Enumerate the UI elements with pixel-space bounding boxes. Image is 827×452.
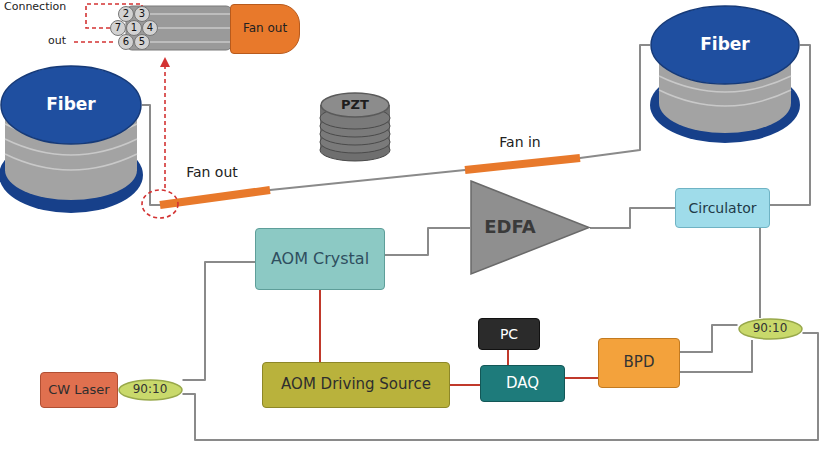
optical-fiber	[759, 228, 761, 318]
optical-fiber	[385, 228, 470, 255]
fiber-core: 5	[134, 34, 150, 50]
fan-out-cap: Fan out	[230, 4, 300, 54]
node-text: 1	[131, 22, 137, 34]
highlight-ellipse	[142, 190, 178, 218]
optical-fiber	[590, 208, 675, 228]
node-text: PC	[500, 326, 518, 342]
node-text: Circulator	[689, 200, 757, 216]
signal-wire	[450, 384, 480, 386]
fiber-spool-top: Fiber	[0, 65, 142, 145]
modulator-box: AOM Crystal	[255, 228, 385, 290]
pzt-top-fill	[321, 93, 389, 117]
computer-box: PC	[478, 318, 540, 350]
signal-wire	[507, 350, 509, 365]
fiber-bundle-lines	[140, 14, 232, 42]
optical-fiber	[142, 45, 650, 205]
node-text: 90:10	[753, 322, 788, 336]
leader-arrowhead	[160, 57, 170, 67]
node-text: 90:10	[133, 383, 168, 397]
node-text: AOM Driving Source	[281, 376, 431, 393]
coupler-ellipse: 90:10	[738, 318, 803, 340]
node-text: AOM Crystal	[271, 250, 369, 268]
signal-wire	[319, 290, 321, 362]
node-text: 2	[123, 8, 129, 20]
inset-label: Connection	[4, 1, 66, 14]
fiber-spool-top: Fiber	[650, 5, 800, 85]
node-text: Fiber	[700, 35, 750, 55]
optical-fiber	[680, 325, 738, 352]
fiber-spool-top-fill	[1, 66, 141, 144]
fiber-spool-top-fill	[651, 6, 799, 84]
leader-line	[164, 66, 166, 188]
amplifier-triangle: EDFA	[470, 180, 590, 275]
node-text: 5	[139, 36, 145, 48]
circulator-box: Circulator	[675, 188, 770, 228]
optical-fiber	[680, 340, 752, 372]
amplifier-triangle-fill	[471, 181, 589, 274]
signal-wire	[565, 377, 598, 379]
coupler-ellipse-fill	[119, 380, 182, 400]
laser-box: CW Laser	[40, 372, 118, 408]
optical-fiber	[183, 262, 256, 380]
node-text: PZT	[341, 98, 369, 113]
coupler-ellipse-fill	[739, 319, 802, 339]
fiber-core: 6	[118, 34, 134, 50]
fiber-bundle	[126, 6, 232, 50]
device-label: Fan in	[499, 134, 540, 150]
node-text: EDFA	[484, 217, 535, 238]
node-text: Fan out	[243, 22, 287, 36]
driver-box: AOM Driving Source	[262, 362, 450, 408]
coupler-ellipse: 90:10	[118, 379, 183, 401]
node-text: DAQ	[506, 375, 539, 392]
daq-box: DAQ	[480, 365, 565, 402]
node-text: 4	[147, 22, 153, 34]
inset-label: out	[48, 35, 66, 48]
node-text: CW Laser	[48, 383, 109, 398]
node-text: 3	[139, 8, 145, 20]
node-text: Fiber	[46, 95, 96, 115]
pzt-top: PZT	[320, 92, 390, 118]
detector-box: BPD	[598, 338, 680, 388]
node-text: 7	[115, 22, 121, 34]
output-line	[74, 41, 116, 43]
node-text: BPD	[624, 354, 655, 371]
fan-in-device	[465, 158, 580, 170]
node-text: 6	[123, 36, 129, 48]
device-label: Fan out	[186, 164, 238, 180]
